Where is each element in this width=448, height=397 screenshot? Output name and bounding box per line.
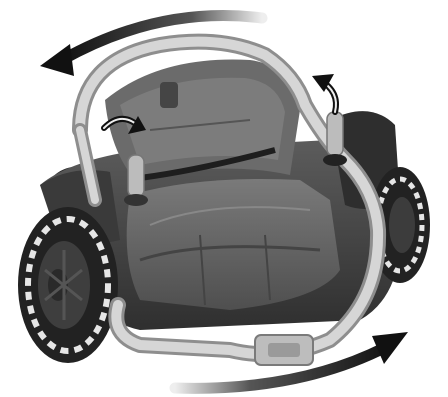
rotate-arrow-right-handle	[312, 74, 336, 112]
left-joystick	[124, 155, 148, 206]
front-left-wheel	[18, 207, 118, 363]
seat-base	[127, 179, 340, 310]
right-joystick	[323, 112, 347, 166]
front-clamp	[255, 335, 313, 365]
